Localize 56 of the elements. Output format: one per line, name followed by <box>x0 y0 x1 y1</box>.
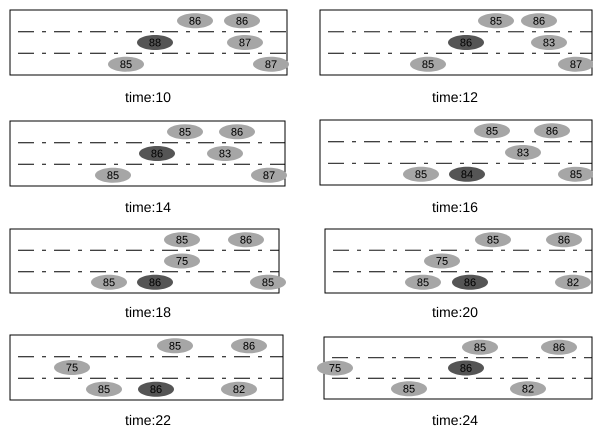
vehicle: 86 <box>139 146 175 161</box>
vehicle: 85 <box>250 274 286 290</box>
vehicle: 85 <box>403 166 439 182</box>
vehicle: 85 <box>410 56 446 72</box>
vehicle: 86 <box>138 382 174 397</box>
vehicle: 86 <box>452 274 488 290</box>
vehicle: 85 <box>475 232 511 248</box>
vehicle: 87 <box>558 56 593 72</box>
vehicle: 86 <box>448 35 484 50</box>
time-caption: time:16 <box>432 202 478 212</box>
time-caption: time:24 <box>432 414 478 426</box>
vehicle: 85 <box>405 274 441 290</box>
vehicle: 85 <box>108 56 144 72</box>
vehicle: 86 <box>224 13 260 28</box>
vehicle: 75 <box>54 360 90 375</box>
vehicle: 86 <box>228 232 264 248</box>
vehicle: 75 <box>424 254 460 268</box>
vehicle: 85 <box>558 166 593 182</box>
vehicle: 85 <box>91 274 127 290</box>
vehicle: 82 <box>555 274 591 290</box>
vehicle: 87 <box>227 35 263 50</box>
time-caption: time:20 <box>432 306 478 318</box>
vehicle: 75 <box>164 254 200 268</box>
vehicle: 84 <box>449 166 485 182</box>
vehicle: 86 <box>541 340 577 355</box>
vehicle: 85 <box>167 124 203 140</box>
vehicle: 86 <box>219 124 255 140</box>
vehicle: 85 <box>391 381 427 396</box>
vehicle: 86 <box>546 232 582 248</box>
vehicle: 86 <box>231 338 267 354</box>
time-caption: time:14 <box>125 202 171 212</box>
vehicle: 83 <box>531 35 567 50</box>
vehicle: 85 <box>86 382 122 397</box>
vehicle: 85 <box>164 232 200 248</box>
vehicle: 86 <box>137 274 173 290</box>
vehicle: 85 <box>462 340 498 355</box>
time-caption: time:12 <box>432 92 478 102</box>
vehicle: 87 <box>251 168 287 183</box>
time-caption: time:18 <box>125 306 170 318</box>
vehicle: 82 <box>221 382 257 397</box>
vehicle: 85 <box>474 123 510 138</box>
vehicle: 88 <box>137 35 173 50</box>
vehicle: 83 <box>207 146 243 161</box>
vehicle: 86 <box>448 360 484 376</box>
time-caption: time:22 <box>125 414 170 426</box>
vehicle: 87 <box>253 56 289 72</box>
vehicle: 86 <box>534 123 570 138</box>
vehicle: 75 <box>317 360 353 376</box>
vehicle: 85 <box>95 168 131 183</box>
vehicle: 86 <box>177 13 213 28</box>
vehicle: 85 <box>157 338 193 354</box>
vehicle: 82 <box>510 381 546 396</box>
vehicle: 83 <box>505 145 541 160</box>
vehicle: 85 <box>478 13 514 28</box>
time-caption: time:10 <box>125 92 170 102</box>
vehicle: 86 <box>521 13 557 28</box>
